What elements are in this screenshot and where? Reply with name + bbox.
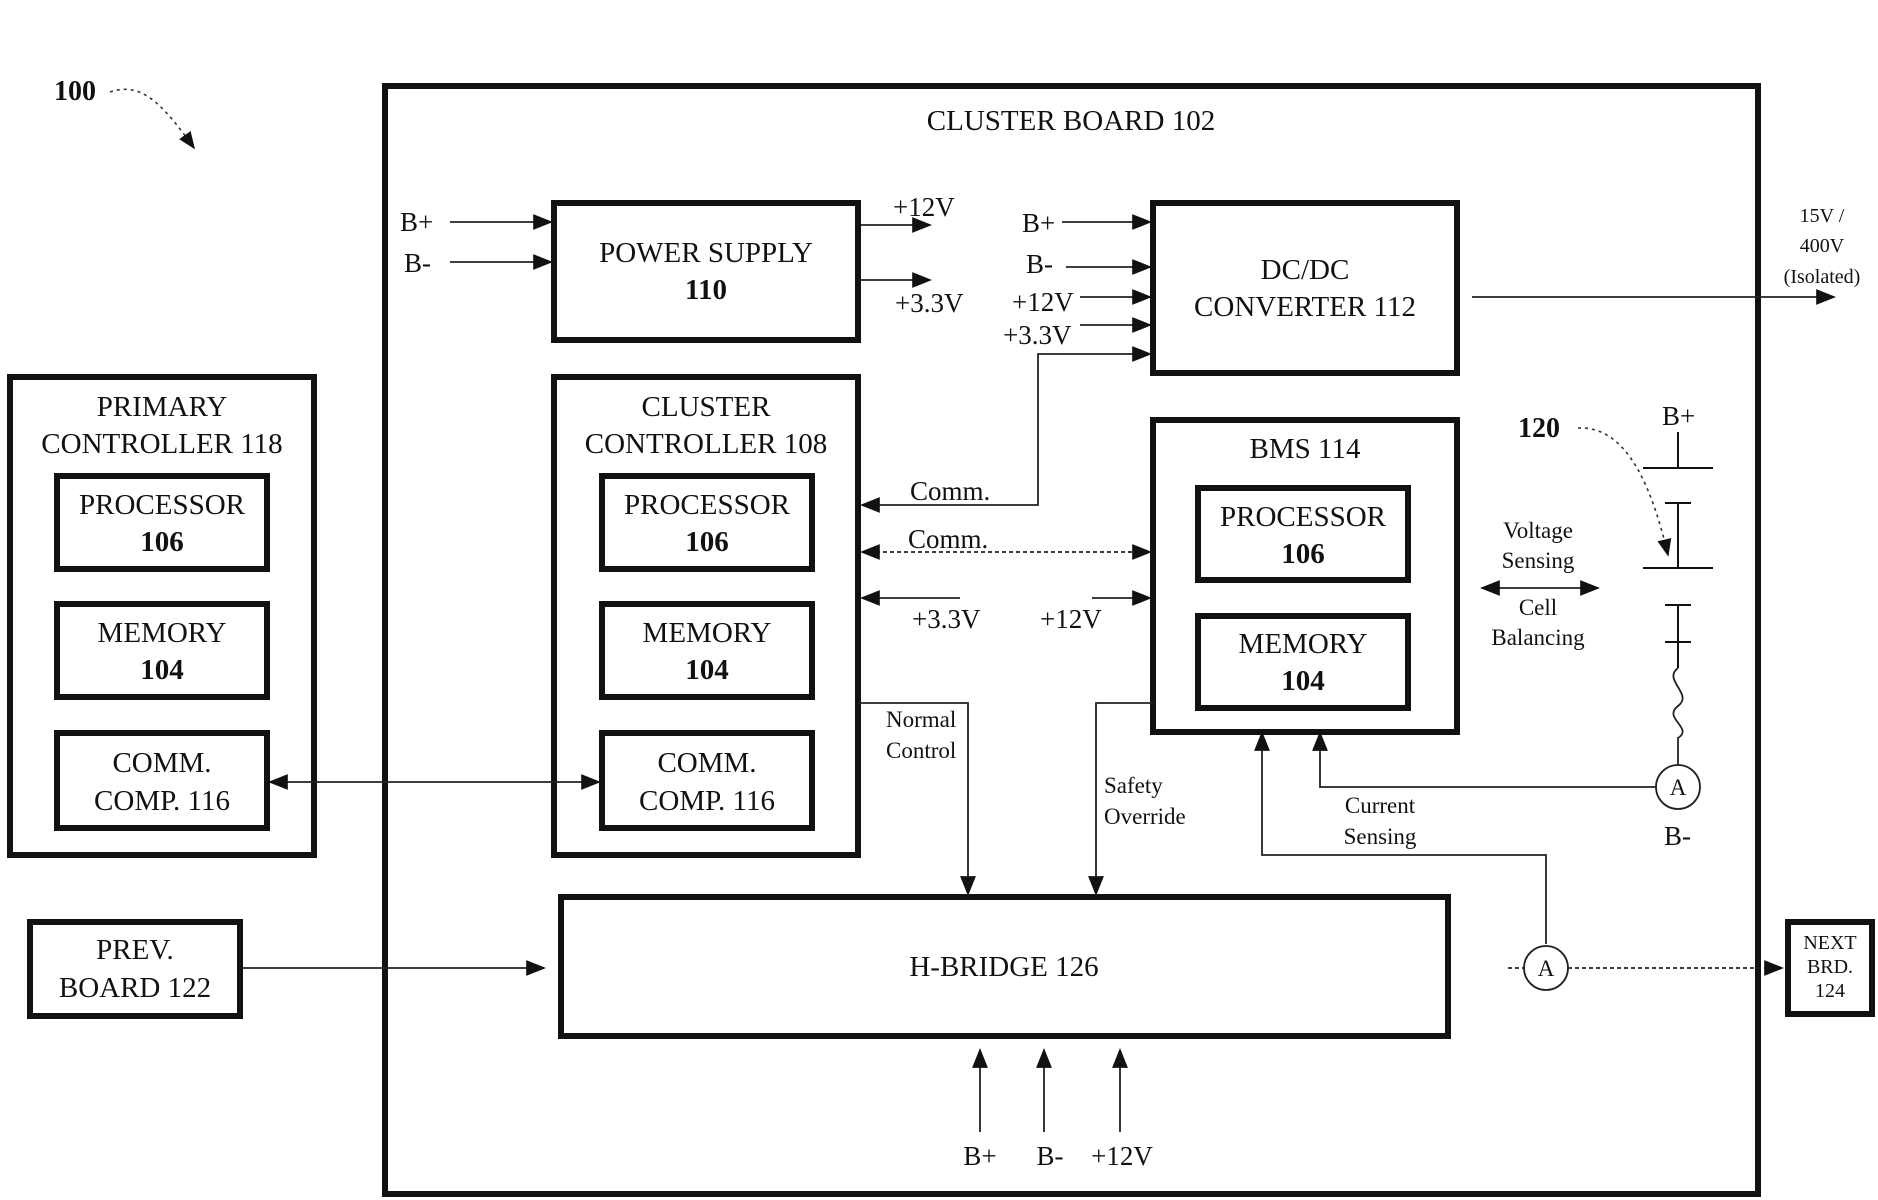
svg-text:PROCESSOR: PROCESSOR — [79, 489, 246, 521]
svg-text:400V: 400V — [1800, 235, 1845, 257]
dcdc-comm-return-line — [862, 354, 1150, 505]
svg-text:COMP. 116: COMP. 116 — [639, 785, 775, 817]
pc-memory-block: MEMORY 104 — [57, 604, 267, 697]
safety-override-line — [1096, 703, 1153, 894]
svg-text:PRIMARY: PRIMARY — [97, 391, 228, 423]
current-sensing-label: Current Sensing — [1344, 793, 1417, 849]
svg-text:A: A — [1538, 956, 1555, 981]
safety-override-label: Safety Override — [1104, 773, 1186, 829]
svg-text:DC/DC: DC/DC — [1261, 254, 1350, 286]
power-supply-block: POWER SUPPLY 110 — [554, 203, 858, 340]
svg-text:COMP. 116: COMP. 116 — [94, 785, 230, 817]
cluster-board-title: CLUSTER BOARD 102 — [927, 105, 1215, 137]
svg-text:A: A — [1670, 775, 1687, 800]
dcdc-converter-block: DC/DC CONVERTER 112 — [1153, 203, 1457, 373]
svg-text:PREV.: PREV. — [96, 934, 174, 966]
hbridge-12v-label: +12V — [1091, 1141, 1153, 1171]
ps-33v-label: +3.3V — [895, 288, 964, 318]
ps-input-bminus-label: B- — [404, 248, 431, 278]
svg-text:MEMORY: MEMORY — [643, 617, 772, 649]
battery-ammeter: A — [1656, 765, 1700, 809]
svg-text:104: 104 — [140, 654, 184, 686]
battery-ref-label: 120 — [1518, 413, 1560, 444]
svg-text:CONTROLLER 118: CONTROLLER 118 — [41, 428, 282, 460]
hbridge-block: H-BRIDGE 126 — [561, 897, 1448, 1036]
comm-bms-label: Comm. — [908, 524, 988, 554]
bms-processor-block: PROCESSOR 106 — [1198, 488, 1408, 580]
svg-text:106: 106 — [1281, 538, 1325, 570]
hbridge-bminus-label: B- — [1037, 1141, 1064, 1171]
svg-text:BRD.: BRD. — [1807, 956, 1853, 978]
figure-ref-label: 100 — [54, 76, 96, 107]
svg-text:Safety: Safety — [1104, 773, 1163, 798]
cc-33v-label: +3.3V — [912, 604, 981, 634]
svg-text:COMM.: COMM. — [112, 747, 211, 779]
svg-text:106: 106 — [685, 526, 729, 558]
svg-text:124: 124 — [1815, 980, 1845, 1002]
current-sensing-battery-line — [1320, 733, 1656, 787]
cc-comm-comp-block: COMM. COMP. 116 — [602, 733, 812, 828]
svg-text:COMM.: COMM. — [657, 747, 756, 779]
ps-input-bplus-label: B+ — [400, 207, 433, 237]
svg-text:Sensing: Sensing — [1344, 824, 1417, 849]
svg-text:Normal: Normal — [886, 707, 956, 732]
battery-bplus-label: B+ — [1662, 401, 1695, 431]
normal-control-label: Normal Control — [886, 707, 956, 763]
svg-text:MEMORY: MEMORY — [1239, 628, 1368, 660]
svg-text:Balancing: Balancing — [1491, 625, 1585, 650]
next-board-block: NEXT BRD. 124 — [1788, 922, 1872, 1014]
prev-board-block: PREV. BOARD 122 — [30, 922, 240, 1016]
svg-text:(Isolated): (Isolated) — [1784, 266, 1861, 288]
svg-text:106: 106 — [140, 526, 184, 558]
dcdc-bplus-label: B+ — [1022, 208, 1055, 238]
svg-text:Cell: Cell — [1519, 595, 1557, 620]
svg-text:Override: Override — [1104, 804, 1186, 829]
svg-text:Voltage: Voltage — [1503, 518, 1573, 543]
figure-ref-leader — [110, 89, 194, 148]
bms-12v-label: +12V — [1040, 604, 1102, 634]
svg-text:PROCESSOR: PROCESSOR — [1220, 501, 1387, 533]
cell-balancing-label: Cell Balancing — [1491, 595, 1585, 650]
svg-text:CLUSTER: CLUSTER — [642, 391, 772, 423]
svg-text:Sensing: Sensing — [1502, 548, 1575, 573]
svg-text:Current: Current — [1345, 793, 1416, 818]
battery-ref-leader — [1578, 428, 1668, 555]
svg-text:BOARD 122: BOARD 122 — [59, 972, 211, 1004]
svg-text:110: 110 — [685, 274, 727, 306]
pc-processor-block: PROCESSOR 106 — [57, 476, 267, 569]
svg-text:104: 104 — [685, 654, 729, 686]
ps-12v-label: +12V — [893, 192, 955, 222]
bms-memory-block: MEMORY 104 — [1198, 616, 1408, 708]
hbridge-ammeter: A — [1524, 946, 1568, 990]
svg-text:104: 104 — [1281, 665, 1325, 697]
svg-text:Control: Control — [886, 738, 956, 763]
svg-text:PROCESSOR: PROCESSOR — [624, 489, 791, 521]
svg-text:BMS 114: BMS 114 — [1250, 433, 1361, 465]
svg-text:H-BRIDGE 126: H-BRIDGE 126 — [909, 951, 1098, 983]
svg-text:15V /: 15V / — [1800, 205, 1845, 227]
battery-bminus-label: B- — [1664, 821, 1691, 851]
battery-cell-stack — [1643, 432, 1713, 765]
pc-comm-comp-block: COMM. COMP. 116 — [57, 733, 267, 828]
dcdc-bminus-label: B- — [1026, 249, 1053, 279]
comm-dcdc-label: Comm. — [910, 476, 990, 506]
isolated-output-label: 15V / 400V (Isolated) — [1784, 205, 1861, 288]
dcdc-33v-label: +3.3V — [1003, 320, 1072, 350]
svg-text:MEMORY: MEMORY — [98, 617, 227, 649]
svg-text:POWER SUPPLY: POWER SUPPLY — [599, 237, 813, 269]
svg-text:CONTROLLER 108: CONTROLLER 108 — [585, 428, 827, 460]
cc-memory-block: MEMORY 104 — [602, 604, 812, 697]
svg-text:NEXT: NEXT — [1803, 932, 1856, 954]
cc-processor-block: PROCESSOR 106 — [602, 476, 812, 569]
dcdc-12v-label: +12V — [1012, 287, 1074, 317]
hbridge-bplus-label: B+ — [963, 1141, 996, 1171]
svg-text:CONVERTER 112: CONVERTER 112 — [1194, 291, 1416, 323]
voltage-sensing-label: Voltage Sensing — [1502, 518, 1575, 573]
